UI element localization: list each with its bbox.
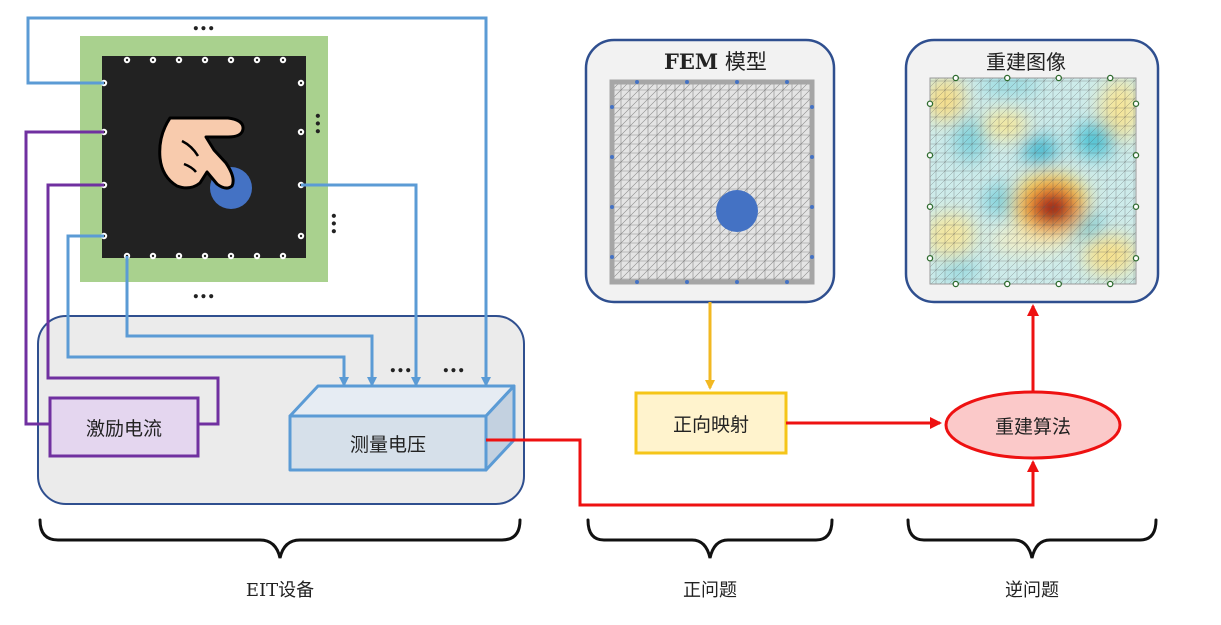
ellipsis-device-1: ... [389,352,412,378]
fem-electrode-dot [635,80,639,84]
ellipsis-bottom: ... [192,278,215,304]
recon-electrode-dot [1004,280,1011,288]
measure-label: 测量电压 [349,433,426,456]
recon-electrode-dot [1107,74,1114,82]
fem-electrode-dot [610,105,614,109]
fem-electrode-dot [685,80,689,84]
fem-electrode-dot [610,205,614,209]
ellipsis-device-2: ... [442,352,465,378]
electrode-center [203,254,207,258]
recon-electrode-dot [1107,280,1114,288]
brace-group [38,518,1158,559]
fem-electrode-dot [810,105,814,109]
recon-electrode-dot [1132,203,1140,210]
arrow-measure-to-recon [486,438,1039,507]
recon-electrode-dot [1132,151,1140,159]
group-label-forward: 正问题 [683,580,737,601]
recon-electrode-dot [1004,74,1011,82]
fem-mesh [609,79,815,285]
recon-electrode-dot [1055,74,1063,82]
recon-electrode-dot [926,203,934,210]
forward-mapping-box [634,391,788,455]
recon-electrode-dot [952,280,960,288]
fem-electrode-dot [810,205,814,209]
electrode-center [177,254,181,258]
electrode-center [125,58,129,62]
purple-wires [24,130,220,426]
fem-electrode-dots [610,80,814,284]
excitation-label: 激励电流 [85,417,162,440]
fem-electrode-dot [610,155,614,159]
recon-algorithm-label: 重建算法 [994,415,1071,438]
fem-electrode-dot [810,255,814,259]
recon-electrode-dots [926,74,1140,288]
electrode-center [151,58,155,62]
fem-electrode-dot [635,280,639,284]
electrode-center [255,254,259,258]
fem-title-cjk: 模型 [724,50,767,74]
electrode-center [299,234,303,238]
fem-electrode-dot [685,280,689,284]
recon-electrode-dot [926,100,934,108]
recon-title: 重建图像 [986,50,1066,74]
fem-electrode-dot [785,80,789,84]
fem-electrode-dot [610,255,614,259]
recon-electrode-dot [1132,100,1140,108]
fem-target-circle [716,190,758,232]
blue-wires [26,16,491,387]
recon-electrode-dot [1055,280,1063,288]
recon-heatmap [930,78,1136,284]
excitation-box [48,396,200,458]
electrode-center [151,254,155,258]
fem-title-latin: FEM [664,49,719,74]
electrode-center [229,58,233,62]
fem-electrode-dot [785,280,789,284]
fem-electrode-dot [735,280,739,284]
group-label-inverse: 逆问题 [1005,580,1059,601]
electrode-center [299,81,303,85]
electrode-center [281,254,285,258]
forward-mapping-label: 正向映射 [672,413,749,436]
ellipsis-right-1: ... [310,112,336,135]
recon-electrode-dot [926,151,934,159]
pointing-hand-icon [158,116,252,209]
ellipsis-top: ... [192,10,215,36]
electrode-center [177,58,181,62]
ellipsis-right-2: ... [326,212,352,235]
fem-electrode-dot [735,80,739,84]
fem-electrode-dot [810,155,814,159]
recon-electrode-dot [1132,254,1140,262]
electrode-center [281,58,285,62]
electrode-center [203,58,207,62]
electrode-center [229,254,233,258]
recon-electrode-dot [952,74,960,82]
electrode-center [255,58,259,62]
electrode-center [299,130,303,134]
recon-electrode-dot [926,254,934,262]
group-label-eit: EIT设备 [245,580,315,601]
fem-title: FEM 模型 [664,46,767,76]
